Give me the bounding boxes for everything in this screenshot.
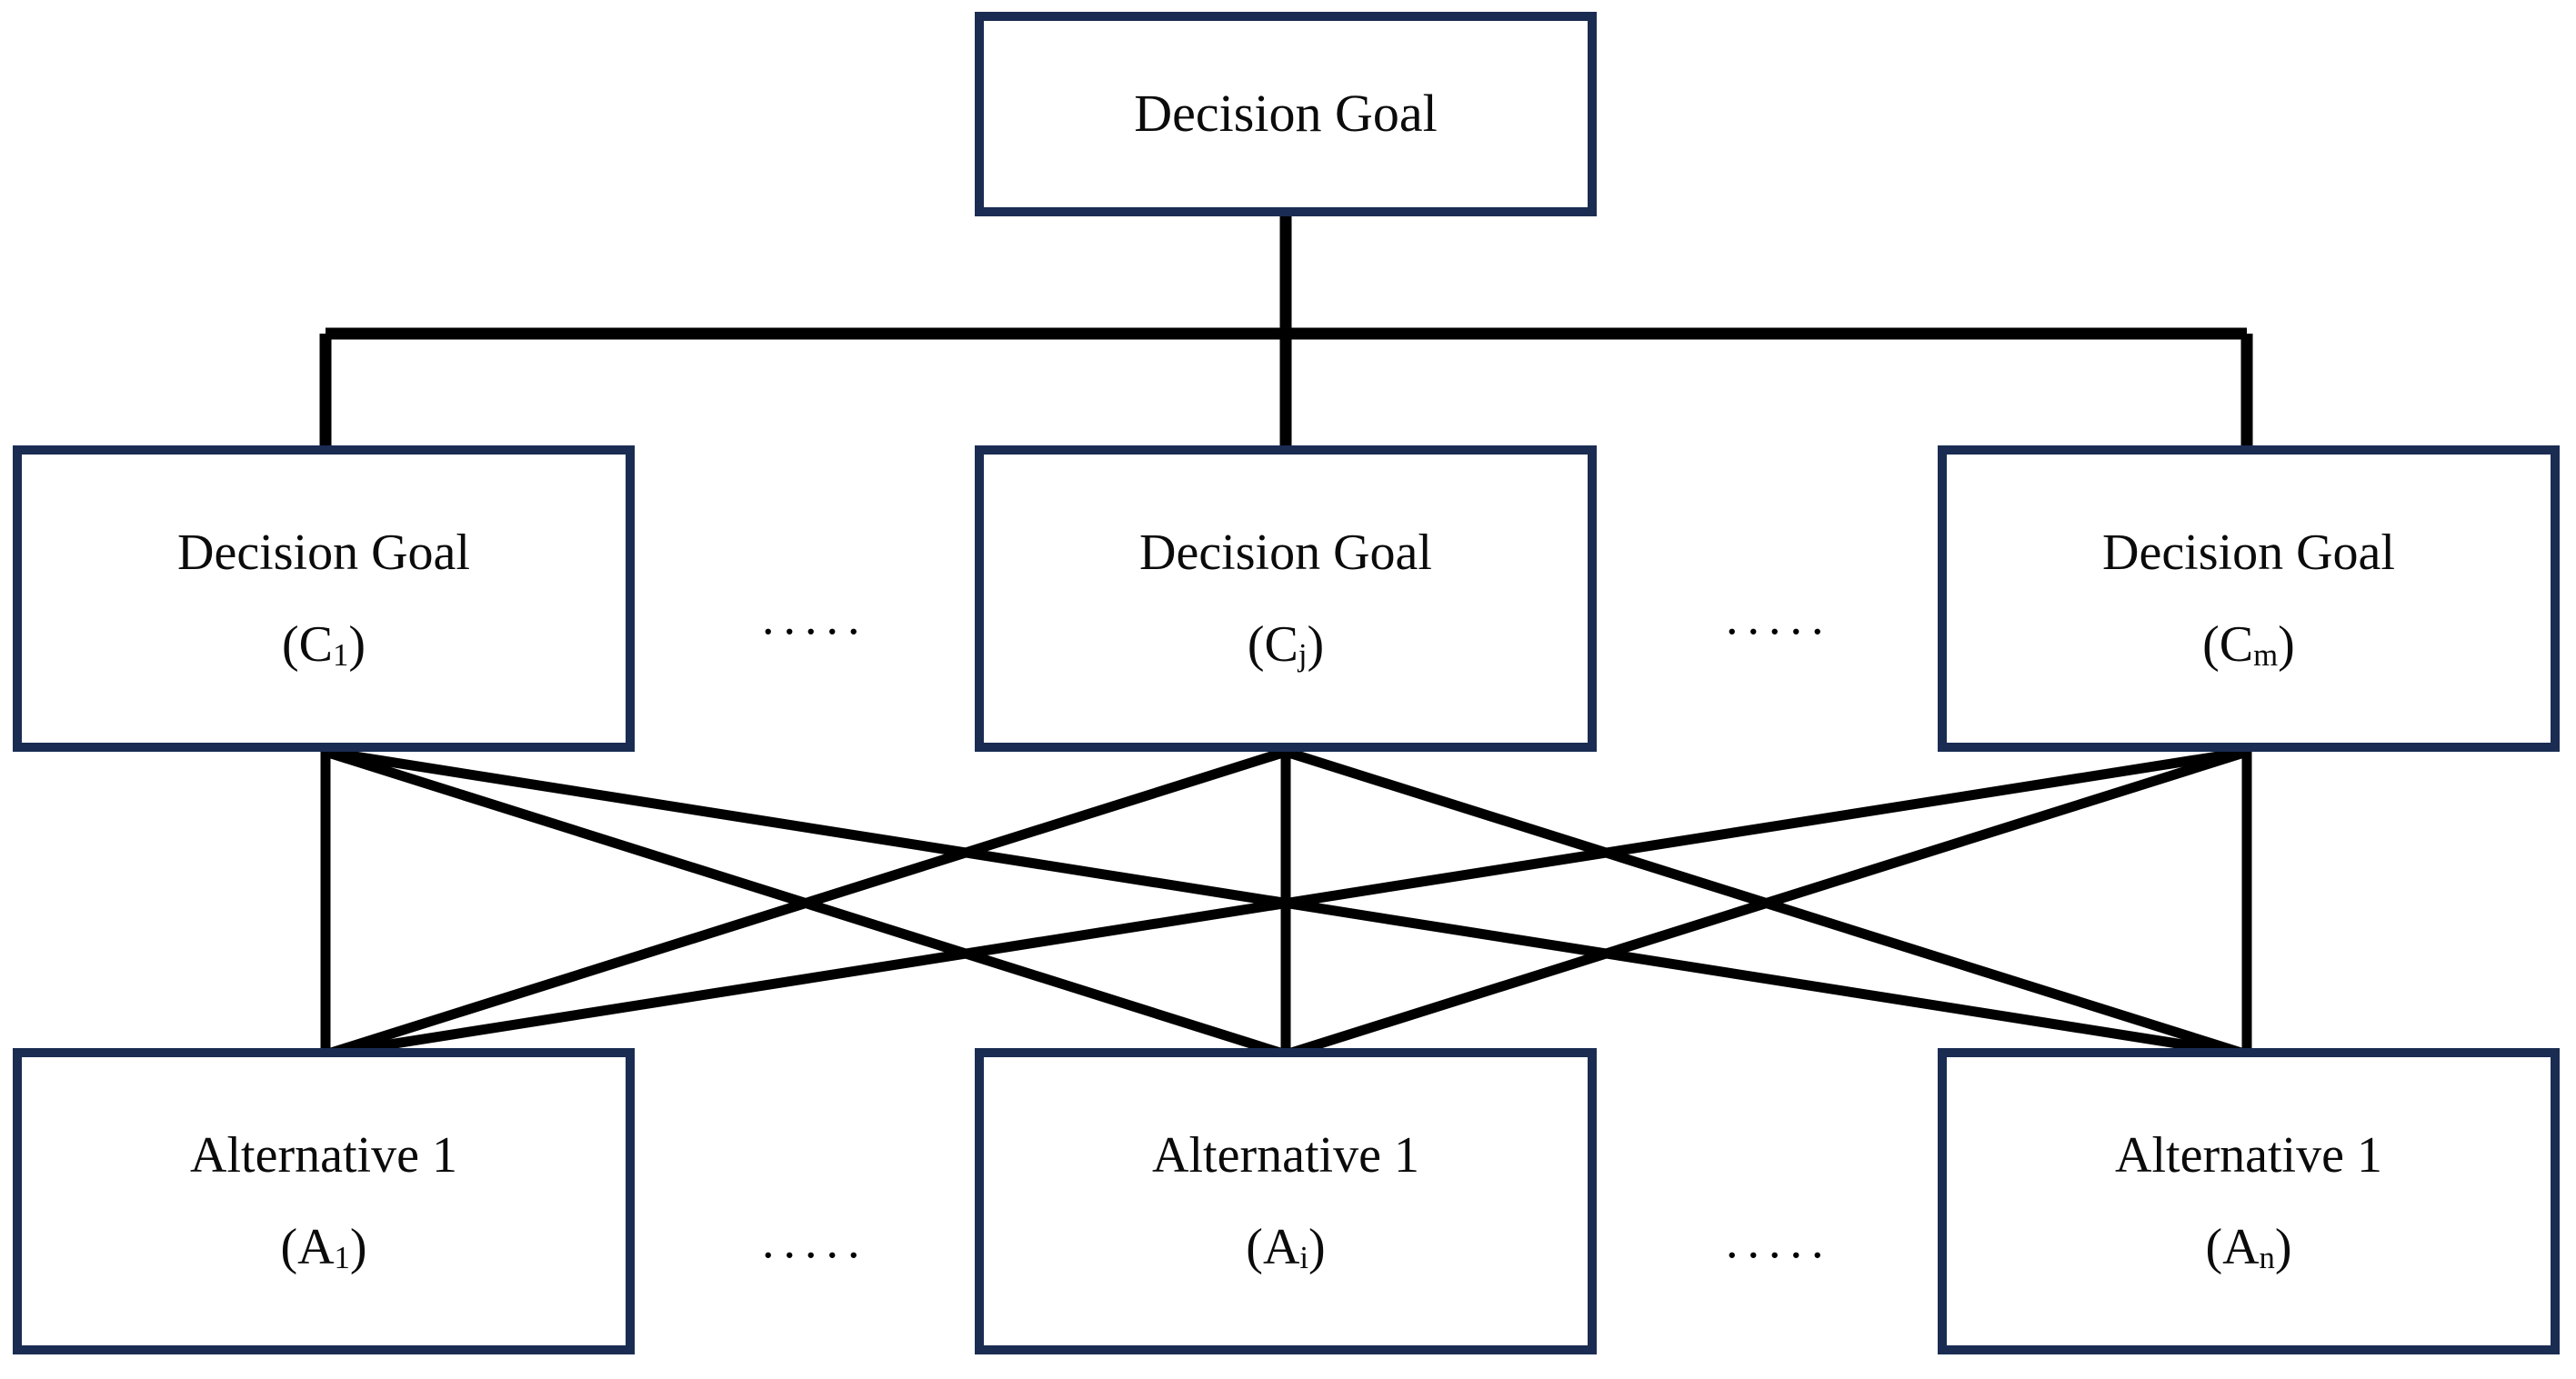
alternative-node-an[interactable]: Alternative 1 (An)	[1938, 1048, 2560, 1354]
criterion-node-c1[interactable]: Decision Goal (C1)	[13, 445, 635, 752]
criterion-cm-code-close: )	[2278, 615, 2295, 673]
criterion-cj-code-subscript: j	[1298, 637, 1308, 674]
goal-node-label: Decision Goal	[1134, 84, 1438, 144]
goal-node[interactable]: Decision Goal	[975, 12, 1597, 216]
criterion-node-c1-label: Decision Goal	[177, 524, 470, 581]
alternative-node-ai[interactable]: Alternative 1 (Ai)	[975, 1048, 1597, 1354]
edge-c1-ai	[324, 746, 1288, 1060]
criterion-node-c1-code: (C1)	[281, 615, 366, 674]
edge-cm-ai	[1284, 746, 2249, 1060]
alternative-node-ai-code: (Ai)	[1246, 1218, 1326, 1276]
alternatives-ellipsis-left: .....	[762, 1214, 869, 1268]
criterion-node-cm-label: Decision Goal	[2102, 524, 2395, 581]
criterion-cm-code-subscript: m	[2253, 637, 2279, 674]
alternative-ai-code-subscript: i	[1299, 1240, 1309, 1276]
alternative-an-code-close: )	[2274, 1218, 2292, 1275]
alternative-node-ai-label: Alternative 1	[1152, 1126, 1419, 1184]
edge-cj-a1	[324, 746, 1288, 1060]
alternative-node-an-code: (An)	[2205, 1218, 2292, 1276]
alternative-an-code-subscript: n	[2259, 1240, 2275, 1276]
criterion-node-cj[interactable]: Decision Goal (Cj)	[975, 445, 1597, 752]
alternative-a1-code-open: (A	[280, 1218, 335, 1275]
criteria-ellipsis-left: .....	[762, 590, 869, 645]
alternative-a1-code-close: )	[349, 1218, 367, 1275]
criterion-c1-code-close: )	[348, 615, 366, 673]
criterion-cm-code-open: (C	[2202, 615, 2254, 673]
criterion-node-cj-label: Decision Goal	[1139, 524, 1432, 581]
alternative-node-an-label: Alternative 1	[2115, 1126, 2382, 1184]
edge-cm-a1	[325, 746, 2248, 1060]
edge-c1-an	[325, 746, 2248, 1060]
alternatives-ellipsis-right: .....	[1726, 1214, 1833, 1268]
alternative-ai-code-open: (A	[1246, 1218, 1300, 1275]
criterion-cj-code-open: (C	[1247, 615, 1298, 673]
criterion-c1-code-open: (C	[281, 615, 333, 673]
alternative-node-a1-label: Alternative 1	[190, 1126, 457, 1184]
edge-cj-an	[1284, 746, 2249, 1060]
criterion-node-cm[interactable]: Decision Goal (Cm)	[1938, 445, 2560, 752]
alternative-an-code-open: (A	[2205, 1218, 2260, 1275]
criterion-node-cj-code: (Cj)	[1247, 615, 1325, 674]
criterion-node-cm-code: (Cm)	[2202, 615, 2295, 674]
criterion-c1-code-subscript: 1	[332, 637, 349, 674]
criteria-ellipsis-right: .....	[1726, 590, 1833, 645]
alternative-a1-code-subscript: 1	[334, 1240, 350, 1276]
criterion-cj-code-close: )	[1307, 615, 1325, 673]
alternative-node-a1[interactable]: Alternative 1 (A1)	[13, 1048, 635, 1354]
alternative-ai-code-close: )	[1308, 1218, 1326, 1275]
alternative-node-a1-code: (A1)	[280, 1218, 367, 1276]
